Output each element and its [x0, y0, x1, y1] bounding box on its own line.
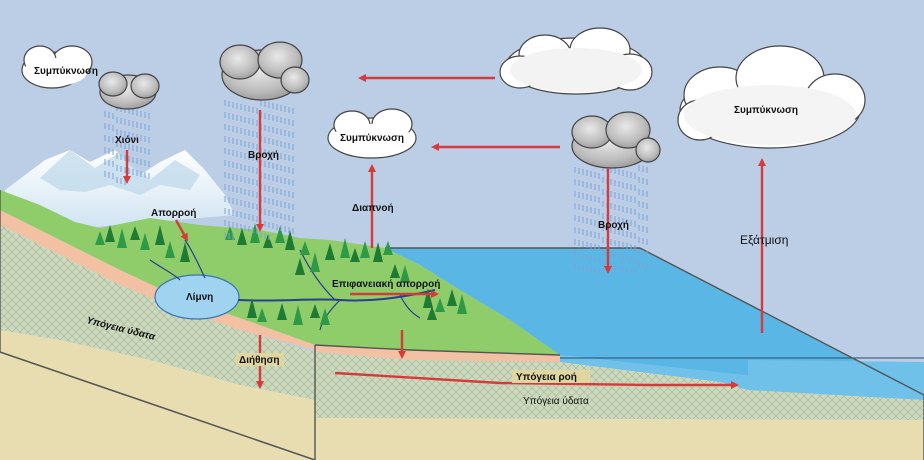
soil-layer-front — [315, 345, 560, 362]
tree — [285, 230, 295, 250]
tree — [400, 265, 410, 282]
tree — [340, 238, 350, 258]
tree — [180, 242, 190, 262]
tree — [320, 308, 330, 325]
tree — [300, 241, 310, 255]
label-runoff: Απορροή — [151, 208, 196, 219]
label-evaporation: Εξάτμιση — [740, 233, 788, 247]
bedrock-left — [0, 330, 315, 460]
lake — [154, 274, 240, 320]
trees — [95, 223, 467, 325]
label-snow: Χιόνι — [115, 135, 139, 146]
label-bg-infiltration — [236, 353, 284, 366]
mountains — [5, 150, 235, 230]
tree — [447, 289, 457, 306]
tree — [130, 226, 140, 240]
label-rain-left: Βροχή — [248, 150, 279, 161]
tree — [360, 241, 370, 258]
arrows — [123, 74, 766, 389]
tree — [105, 225, 115, 242]
arrow-runoff — [174, 219, 188, 242]
soil-layer-left — [0, 190, 315, 350]
label-infiltration: Διήθηση — [239, 355, 280, 366]
cloud-top-left — [21, 45, 93, 89]
tree — [155, 225, 165, 245]
tree — [257, 308, 267, 322]
tree — [237, 228, 247, 245]
tree — [350, 248, 360, 262]
tree — [117, 228, 127, 248]
tree — [310, 304, 320, 318]
cloud-middle — [327, 108, 417, 159]
groundwater-front — [315, 352, 924, 420]
tree — [277, 303, 287, 320]
tree — [165, 241, 175, 258]
label-rain-right: Βροχή — [598, 220, 629, 231]
cloud-snow — [98, 71, 160, 110]
land-surface — [0, 190, 560, 355]
label-bg-groundwater-flow — [512, 370, 590, 383]
tree — [383, 241, 393, 255]
tree — [295, 258, 305, 275]
tree — [435, 298, 445, 312]
label-groundwater-front: Υπόγεια ύδατα — [523, 395, 589, 407]
label-surface-runoff: Επιφανειακή απορροή — [332, 279, 440, 290]
label-transpiration: Διαπνοή — [352, 203, 394, 214]
arrow-groundwater-flow — [334, 371, 739, 389]
label-groundwater-flow: Υπόγεια ροή — [516, 372, 577, 383]
tree — [275, 226, 285, 243]
cloud-right-large — [677, 45, 866, 149]
bedrock-front — [315, 418, 924, 460]
tree — [247, 298, 257, 318]
label-condensation-middle: Συμπύκνωση — [340, 133, 404, 144]
tree — [310, 252, 320, 272]
tree — [140, 233, 150, 250]
tree — [423, 288, 433, 308]
cloud-rain-right — [571, 111, 661, 169]
tree — [263, 234, 273, 248]
label-lake: Λίμνη — [186, 292, 213, 303]
tree — [250, 223, 260, 243]
label-condensation-right: Συμπύκνωση — [734, 105, 798, 116]
tree — [95, 231, 105, 245]
label-condensation-top-left: Συμπύκνωση — [34, 66, 98, 77]
tree — [457, 294, 467, 314]
cloud-rain-left — [219, 41, 310, 101]
tree — [373, 242, 383, 262]
tree — [293, 305, 303, 325]
tree — [390, 264, 400, 278]
tree — [325, 243, 335, 260]
tree — [427, 306, 437, 320]
cloud-top-center — [499, 27, 653, 95]
